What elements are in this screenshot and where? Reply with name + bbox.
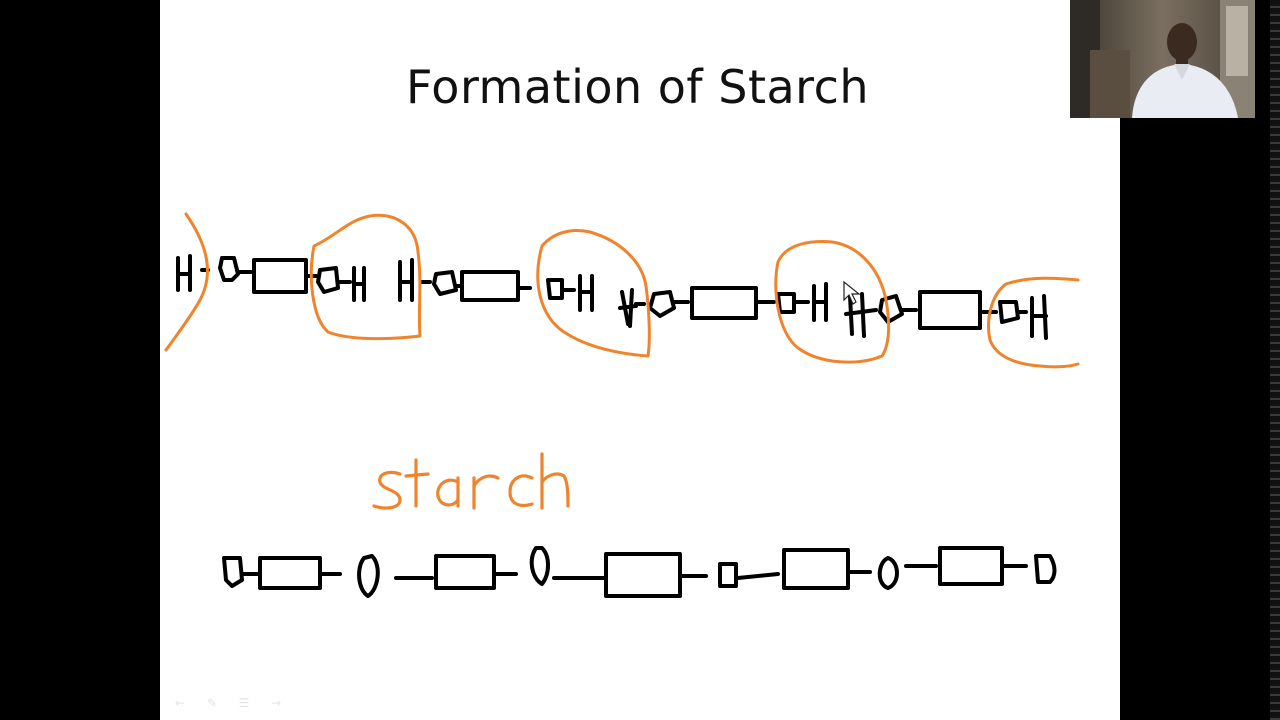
slideshow-controls: ← ✎ ☰ → [170,696,286,710]
glucose-unit [690,286,758,320]
next-arrow-icon[interactable]: → [270,696,282,710]
mouse-cursor-icon [843,280,861,305]
presenter-webcam [1070,0,1255,118]
hydrogen-mark [618,288,638,328]
slide-canvas: Formation of Starch [160,0,1120,720]
glucose-unit [604,552,682,598]
monomer-link [877,556,899,590]
glucose-unit [782,548,850,590]
highlight-loop [987,276,1080,369]
hydrogen-mark [1030,294,1048,340]
window-edge-strip [1270,0,1280,720]
menu-icon[interactable]: ☰ [238,696,250,710]
hydrogen-mark [844,292,878,338]
ink-drawing-layer [164,212,1080,598]
oxygen-mark [998,300,1020,324]
hydrogen-mark [578,274,594,312]
presenter-video-icon [1070,0,1255,118]
hydrogen-mark [352,266,366,302]
starch-label [372,452,570,510]
oxygen-mark [218,256,240,282]
hydrogen-mark [176,254,192,292]
hydrogen-mark [812,282,828,322]
highlight-loop [774,240,891,364]
highlight-loop [164,212,209,352]
bond-mark [736,572,780,580]
glucose-unit [434,554,496,590]
highlight-loop [309,213,422,341]
hydrogen-mark [398,258,414,302]
oxygen-mark [432,270,458,296]
oxygen-mark [648,290,676,318]
pen-icon[interactable]: ✎ [206,696,218,710]
highlight-loop [536,229,651,358]
oxygen-mark [878,294,904,324]
condensation-highlights [164,212,1080,369]
glucose-unit [460,270,520,302]
oxygen-mark [546,278,564,300]
monomer-link [718,562,738,588]
glucose-unit [258,556,322,590]
monomer-link [222,556,244,588]
glucose-chain-before [176,254,1048,340]
oxygen-mark [316,266,340,294]
previous-arrow-icon[interactable]: ← [174,696,186,710]
oxygen-mark [776,292,796,314]
glucose-unit [252,258,308,294]
monomer-link [1034,554,1057,584]
starch-chain [222,546,1057,598]
glucose-unit [938,546,1004,586]
slide-title: Formation of Starch [405,60,870,114]
monomer-link [357,554,380,598]
glucose-unit [918,290,982,330]
monomer-link [529,546,550,586]
